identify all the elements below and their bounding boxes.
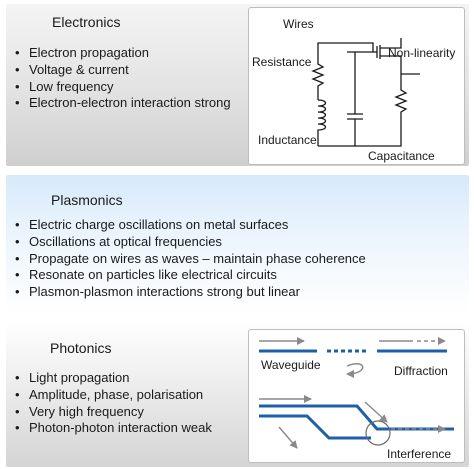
inductance-label: Inductance [258, 133, 317, 147]
electronics-title: Electronics [52, 14, 121, 30]
wire-path [317, 42, 374, 52]
circuit-diagram [311, 38, 420, 147]
waveguide-label: Waveguide [261, 358, 321, 372]
plasmonics-bullets: Electric charge oscillations on metal su… [15, 217, 366, 301]
waveguide-line [259, 414, 371, 440]
inductor-symbol [317, 99, 327, 146]
waveguide-elements [259, 337, 317, 353]
electronics-panel: Electronics Electron propagation Voltage… [6, 4, 469, 166]
circuit-figure: Wires Resistance Non-linearity Inductanc… [248, 7, 465, 165]
bullet-item: Oscillations at optical frequencies [15, 234, 366, 251]
resistor-symbol [311, 52, 325, 100]
photonics-title: Photonics [50, 340, 112, 356]
bullet-item: Plasmon-plasmon interactions strong but … [15, 284, 366, 301]
arrow [364, 401, 388, 423]
interference-circle [365, 420, 391, 446]
bullet-item: Electric charge oscillations on metal su… [15, 217, 366, 234]
interference-elements [259, 395, 454, 449]
arrow [278, 426, 298, 449]
bullet-item: Photon-photon interaction weak [15, 420, 212, 437]
plasmonics-title: Plasmonics [51, 192, 123, 208]
wires-label: Wires [283, 17, 314, 31]
nonlinearity-label: Non-linearity [388, 46, 456, 60]
resistance-label: Resistance [252, 55, 312, 69]
bullet-item: Amplitude, phase, polarisation [15, 387, 212, 404]
photonics-diagram [259, 337, 454, 449]
capacitor-symbol [347, 52, 363, 146]
diffraction-elements [327, 337, 447, 378]
diffraction-arrow [346, 363, 364, 378]
interference-label: Interference [387, 447, 452, 461]
photonics-bullets: Light propagation Amplitude, phase, pola… [15, 370, 212, 437]
bullet-item: Propagate on wires as waves – maintain p… [15, 251, 366, 268]
plasmonics-panel: Plasmonics Electric charge oscillations … [6, 175, 469, 313]
bullet-item: Electron-electron interaction strong [15, 95, 231, 112]
transistor-symbol [373, 38, 402, 74]
wire-path [318, 120, 402, 147]
resistor-symbol [394, 74, 408, 120]
bullet-item: Light propagation [15, 370, 212, 387]
electronics-bullets: Electron propagation Voltage & current L… [15, 45, 231, 112]
bullet-item: Resonate on particles like electrical ci… [15, 267, 366, 284]
bullet-item: Very high frequency [15, 404, 212, 421]
diffraction-label: Diffraction [394, 364, 448, 378]
photonics-figure: Waveguide Diffraction Interference [248, 329, 465, 463]
capacitance-label: Capacitance [368, 149, 435, 163]
photonics-panel: Photonics Light propagation Amplitude, p… [6, 322, 469, 467]
bullet-item: Low frequency [15, 79, 231, 96]
bullet-item: Voltage & current [15, 62, 231, 79]
bullet-item: Electron propagation [15, 45, 231, 62]
